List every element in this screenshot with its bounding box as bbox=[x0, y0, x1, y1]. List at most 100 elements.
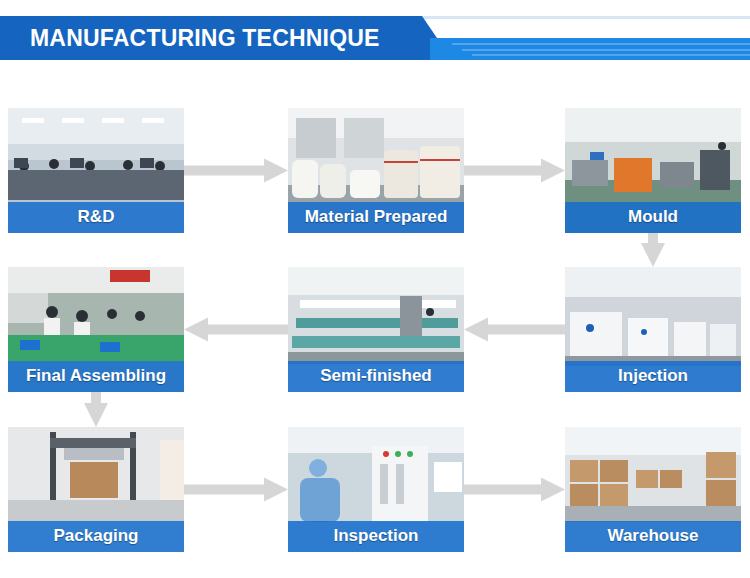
mould-photo-part bbox=[660, 162, 694, 188]
step-label: Packaging bbox=[53, 526, 138, 546]
materials-photo-part bbox=[296, 118, 336, 158]
office-photo-part bbox=[70, 158, 84, 168]
assembly-photo-part bbox=[20, 340, 40, 350]
assembly-photo-part bbox=[107, 309, 117, 319]
label-band: Warehouse bbox=[565, 521, 741, 552]
office-photo-part bbox=[8, 108, 184, 233]
injection-photo-part bbox=[565, 267, 741, 392]
assembly-photo bbox=[8, 267, 184, 392]
process-card: R&D bbox=[8, 108, 184, 233]
banner-strip bbox=[430, 38, 750, 60]
label-band: Packaging bbox=[8, 521, 184, 552]
packaging-photo-part bbox=[8, 500, 184, 522]
flow-arrow bbox=[464, 166, 541, 176]
injection-photo bbox=[565, 267, 741, 392]
warehouse-photo-part bbox=[570, 484, 598, 506]
mould-photo-part bbox=[590, 152, 604, 160]
mould-photo-part bbox=[718, 142, 726, 150]
assembly-photo-part bbox=[8, 293, 48, 323]
warehouse-photo bbox=[565, 427, 741, 552]
assembly-photo-part bbox=[46, 306, 58, 318]
materials-photo-part bbox=[288, 108, 464, 233]
assembly-photo-part bbox=[8, 267, 184, 293]
semi-finished-photo-part bbox=[288, 267, 464, 392]
injection-photo-part bbox=[628, 318, 668, 356]
injection-photo-part bbox=[565, 267, 741, 297]
label-band: Injection bbox=[565, 361, 741, 392]
office-photo-part bbox=[142, 118, 164, 123]
injection-photo-part bbox=[570, 312, 622, 356]
materials-photo-part bbox=[420, 159, 460, 161]
warehouse-photo-part bbox=[565, 506, 741, 522]
title-tab bbox=[0, 16, 452, 60]
warehouse-photo-part bbox=[600, 460, 628, 482]
assembly-photo-part bbox=[8, 267, 184, 392]
materials-photo-part bbox=[344, 118, 384, 158]
label-band: Final Assembling bbox=[8, 361, 184, 392]
packaging-photo bbox=[8, 427, 184, 552]
process-card: Injection bbox=[565, 267, 741, 392]
process-card: Mould bbox=[565, 108, 741, 233]
office-photo-part bbox=[140, 158, 154, 168]
warehouse-photo-part bbox=[706, 452, 736, 478]
process-card: Warehouse bbox=[565, 427, 741, 552]
inspection-photo-part bbox=[396, 464, 404, 504]
inspection-photo bbox=[288, 427, 464, 552]
office-photo-part bbox=[22, 118, 44, 123]
office-photo bbox=[8, 108, 184, 233]
flow-arrow bbox=[184, 166, 264, 176]
page-title: MANUFACTURING TECHNIQUE bbox=[30, 25, 380, 51]
semi-finished-photo bbox=[288, 267, 464, 392]
banner-stripe bbox=[452, 44, 750, 45]
process-card: Semi-finished bbox=[288, 267, 464, 392]
warehouse-photo-part bbox=[660, 470, 682, 488]
step-label: Inspection bbox=[333, 526, 418, 546]
process-card: Final Assembling bbox=[8, 267, 184, 392]
office-photo-part bbox=[123, 160, 133, 170]
inspection-photo-part bbox=[309, 459, 327, 477]
packaging-photo-part bbox=[50, 438, 136, 448]
packaging-photo-part bbox=[70, 462, 118, 498]
label-band: Semi-finished bbox=[288, 361, 464, 392]
warehouse-photo-part bbox=[565, 427, 741, 455]
inspection-photo-part bbox=[407, 451, 413, 457]
inspection-photo-part bbox=[395, 451, 401, 457]
semi-finished-photo-part bbox=[288, 267, 464, 295]
assembly-photo-part bbox=[135, 311, 145, 321]
warehouse-photo-part bbox=[600, 484, 628, 506]
step-label: Material Prepared bbox=[305, 207, 448, 227]
inspection-photo-part bbox=[380, 464, 388, 504]
warehouse-photo-part bbox=[570, 460, 598, 482]
warehouse-photo-part bbox=[565, 427, 741, 552]
packaging-photo-part bbox=[64, 448, 124, 460]
office-photo-part bbox=[62, 118, 84, 123]
step-label: Final Assembling bbox=[26, 366, 166, 386]
packaging-photo-part bbox=[8, 427, 184, 552]
semi-finished-photo-part bbox=[300, 300, 456, 308]
injection-photo-part bbox=[586, 324, 594, 332]
injection-photo-part bbox=[641, 329, 647, 335]
label-band: Inspection bbox=[288, 521, 464, 552]
step-label: Warehouse bbox=[607, 526, 698, 546]
office-photo-part bbox=[8, 144, 184, 160]
office-photo-part bbox=[8, 108, 184, 144]
materials-photo-part bbox=[292, 160, 318, 198]
injection-photo-part bbox=[674, 322, 706, 356]
office-photo-part bbox=[102, 118, 124, 123]
semi-finished-photo-part bbox=[296, 318, 458, 328]
semi-finished-photo-part bbox=[292, 336, 460, 348]
materials-photo-part bbox=[384, 161, 418, 163]
inspection-photo-part bbox=[434, 462, 462, 492]
mould-photo bbox=[565, 108, 741, 233]
step-label: Mould bbox=[628, 207, 678, 227]
materials-photo-part bbox=[384, 150, 418, 198]
assembly-photo-part bbox=[8, 335, 184, 361]
mould-photo-part bbox=[565, 108, 741, 142]
mould-photo-part bbox=[700, 150, 730, 190]
inspection-photo-part bbox=[383, 451, 389, 457]
office-photo-part bbox=[8, 170, 184, 200]
